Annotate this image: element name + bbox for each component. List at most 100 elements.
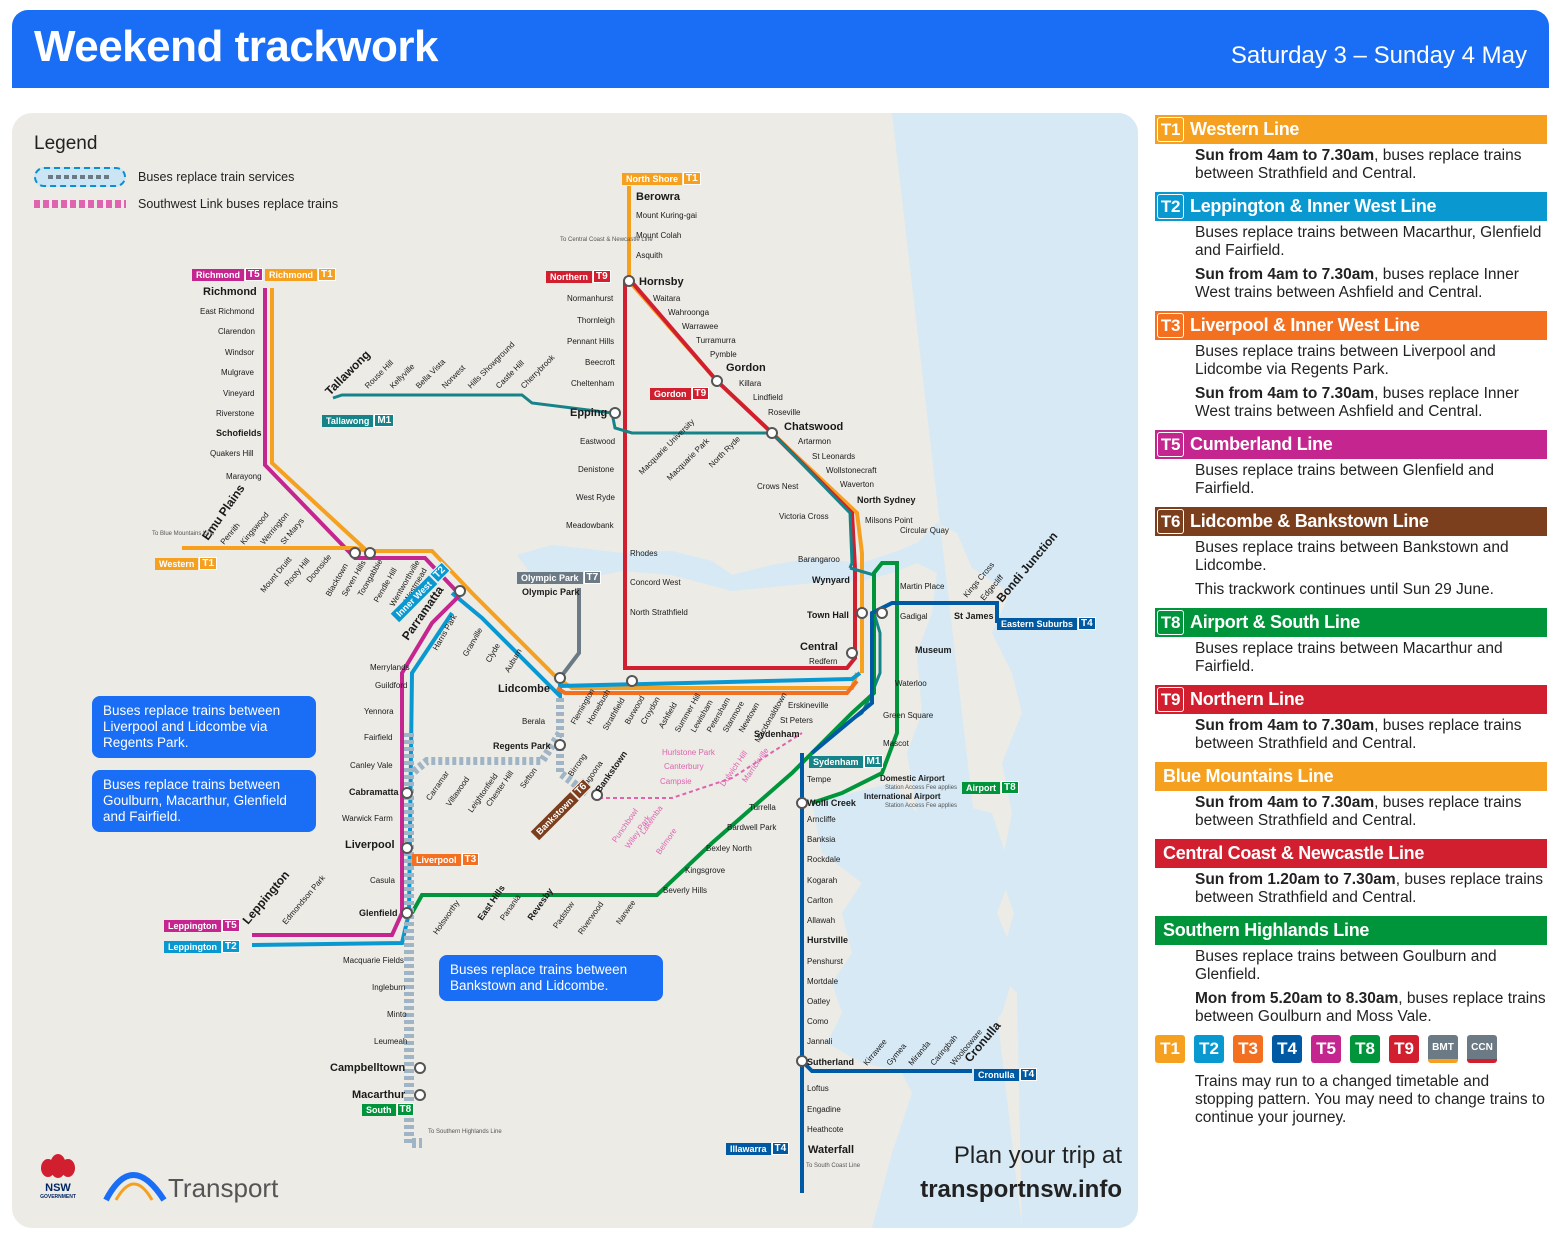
- plan-trip-link[interactable]: transportnsw.info: [920, 1176, 1122, 1203]
- line-tag-label: Airport: [962, 781, 1000, 794]
- line-badge-t9: T9: [1157, 687, 1184, 712]
- label-turramurra: Turramurra: [696, 336, 736, 345]
- note-blue-mountains: To Blue Mountains Line: [152, 531, 215, 537]
- line-paragraph: Sun from 1.20am to 7.30am, buses replace…: [1195, 871, 1544, 906]
- transport-logo-text: Transport: [168, 1173, 279, 1203]
- t3-bus-replacement: [409, 730, 564, 777]
- label-domestic-airport: Domestic Airport: [880, 774, 945, 783]
- line-tag-label: South: [362, 1103, 396, 1116]
- label-macquarie-fields: Macquarie Fields: [343, 956, 404, 965]
- line-badge-t5: T5: [1157, 432, 1184, 457]
- label-wynyard: Wynyard: [812, 575, 850, 585]
- label-guildford: Guildford: [375, 681, 407, 690]
- label-jannali: Jannali: [807, 1037, 833, 1046]
- label-quakers-hill: Quakers Hill: [210, 449, 254, 458]
- trackwork-date: Saturday 3 – Sunday 4 May: [1230, 42, 1527, 69]
- label-concord-west: Concord West: [630, 578, 681, 587]
- label-olympic-park: Olympic Park: [522, 587, 581, 597]
- label-norwest: Norwest: [440, 363, 468, 391]
- line-tag-label: Northern: [546, 270, 592, 283]
- label-warrawee: Warrawee: [682, 322, 719, 331]
- badge-t8: T8: [1350, 1035, 1380, 1063]
- botany-bay: [812, 783, 1017, 1073]
- label-hornsby: Hornsby: [639, 276, 685, 288]
- label-berowra: Berowra: [636, 191, 681, 203]
- metro-north-west-line: [332, 393, 854, 569]
- label-eastwood: Eastwood: [580, 437, 615, 446]
- line-paragraph: Buses replace trains between Bankstown a…: [1195, 539, 1509, 574]
- label-auburn: Auburn: [503, 647, 524, 674]
- label-meadowbank: Meadowbank: [566, 521, 615, 530]
- line-tag-code: T1: [199, 557, 218, 570]
- label-beverly-hills: Beverly Hills: [663, 886, 707, 895]
- label-holsworthy: Holsworthy: [431, 899, 461, 937]
- label-denistone: Denistone: [578, 465, 615, 474]
- t9-northern-line: [623, 281, 857, 670]
- label-circular-quay: Circular Quay: [900, 526, 949, 535]
- label-pymble: Pymble: [710, 350, 737, 359]
- label-windsor: Windsor: [225, 348, 255, 357]
- line-badge-t3: T3: [1157, 313, 1184, 338]
- line-tag-label: Tallawong: [322, 414, 374, 427]
- label-revesby: Revesby: [525, 886, 554, 922]
- line-description: Buses replace trains between Macarthur, …: [1155, 221, 1547, 302]
- label-cheltenham: Cheltenham: [571, 379, 614, 388]
- t7-olympic-park-line: [558, 588, 581, 680]
- label-kogarah: Kogarah: [807, 876, 837, 885]
- label-erskineville: Erskineville: [788, 701, 829, 710]
- label-gordon: Gordon: [726, 362, 766, 374]
- label-riverstone: Riverstone: [216, 409, 255, 418]
- label-east-richmond: East Richmond: [200, 307, 254, 316]
- label-minto: Minto: [387, 1010, 407, 1019]
- note-international-fee: Station Access Fee applies: [885, 803, 957, 809]
- label-schofields: Schofields: [216, 428, 262, 438]
- line-header: Blue Mountains Line: [1155, 762, 1547, 791]
- label-sydenham: Sydenham: [754, 729, 800, 739]
- t4-cronulla-line: [800, 1059, 972, 1073]
- label-arncliffe: Arncliffe: [807, 815, 836, 824]
- label-padstow: Padstow: [551, 900, 576, 930]
- line-description: Buses replace trains between Liverpool a…: [1155, 340, 1547, 421]
- label-vineyard: Vineyard: [223, 389, 254, 398]
- network-map-svg: Hornsby Berowra Gordon Chatswood Epping …: [152, 113, 1138, 1228]
- line-tag-label: Leppington: [164, 919, 221, 932]
- label-pennant-hills: Pennant Hills: [567, 337, 614, 346]
- label-richmond: Richmond: [203, 286, 257, 298]
- line-tag-code: T4: [1019, 1068, 1038, 1081]
- label-town-hall: Town Hall: [807, 610, 849, 620]
- line-name: Central Coast & Newcastle Line: [1163, 843, 1425, 863]
- label-campbelltown: Campbelltown: [330, 1062, 405, 1074]
- label-campsie: Campsie: [660, 777, 692, 786]
- line-name: Leppington & Inner West Line: [1190, 196, 1437, 216]
- callout-liverpool-lidcombe: Buses replace trains between Liverpool a…: [92, 696, 316, 758]
- line-description: Buses replace trains between Macarthur a…: [1155, 637, 1547, 676]
- label-beecroft: Beecroft: [585, 358, 616, 367]
- network-map[interactable]: Hornsby Berowra Gordon Chatswood Epping …: [12, 113, 1138, 1228]
- waratah-icon: [41, 1154, 75, 1178]
- line-name: Blue Mountains Line: [1163, 766, 1334, 786]
- legend-pink-row: Southwest Link buses replace trains: [34, 197, 338, 211]
- label-redfern: Redfern: [809, 657, 837, 666]
- line-tag-code: T9: [593, 270, 611, 283]
- label-heathcote: Heathcote: [807, 1125, 844, 1134]
- legend-pink-label: Southwest Link buses replace trains: [138, 197, 339, 211]
- line-paragraph: Sun from 4am to 7.30am, buses replace tr…: [1195, 717, 1522, 752]
- line-description: Sun from 4am to 7.30am, buses replace tr…: [1155, 714, 1547, 753]
- label-north-strathfield: North Strathfield: [630, 608, 688, 617]
- label-asquith: Asquith: [636, 251, 663, 260]
- label-hurlstone-park: Hurlstone Park: [662, 748, 716, 757]
- label-fairfield: Fairfield: [364, 733, 392, 742]
- label-penshurst: Penshurst: [807, 957, 844, 966]
- label-macquarie-university: Macquarie University: [637, 417, 696, 476]
